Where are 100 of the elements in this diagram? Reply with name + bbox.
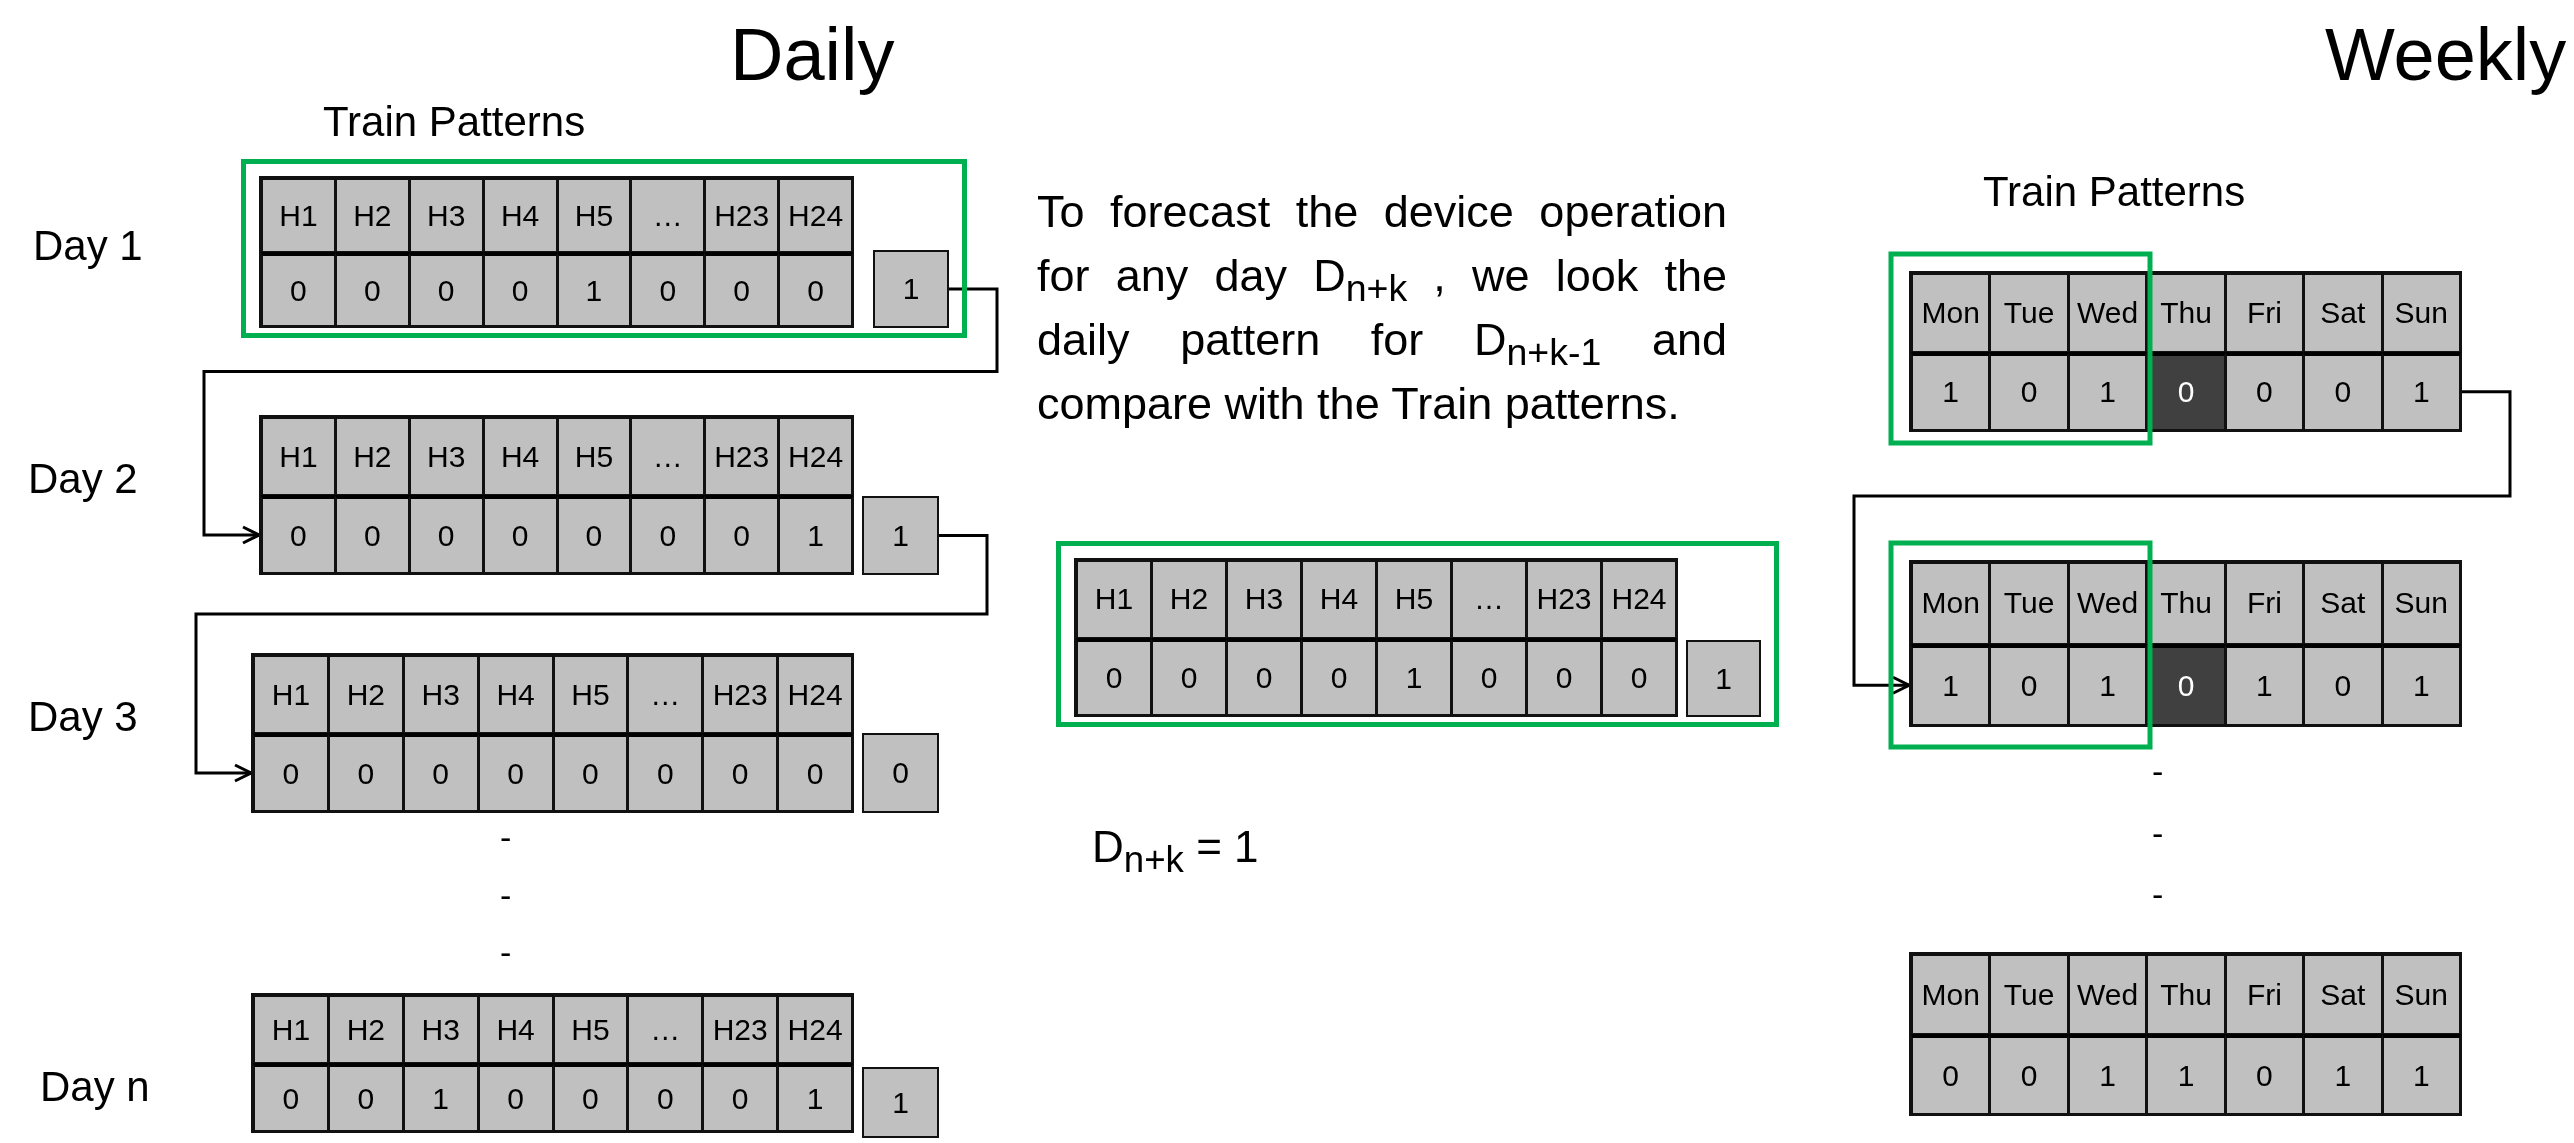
value-cell: 0	[477, 1063, 554, 1132]
header-cell: H5	[552, 655, 629, 734]
value-cell: 0	[1911, 1034, 1991, 1115]
value-cell: 0	[552, 1063, 629, 1132]
separator-dash: -	[500, 876, 512, 915]
row-label: Day n	[40, 1063, 150, 1111]
header-cell: …	[627, 995, 704, 1064]
pattern-table	[1909, 271, 2462, 432]
header-cell: H3	[402, 655, 479, 734]
value-cell: 0	[2303, 643, 2383, 726]
value-cell: 0	[627, 1063, 704, 1132]
header-cell: H1	[1076, 560, 1152, 639]
value-cell: 1	[556, 252, 632, 327]
value-cell: 0	[552, 733, 629, 812]
highlight-frame	[241, 159, 967, 338]
header-cell: H1	[261, 178, 336, 253]
value-cell: 1	[778, 495, 853, 574]
pattern-table	[1909, 952, 2462, 1116]
value-cell: 0	[704, 495, 780, 574]
value-cell: 0	[630, 252, 706, 327]
header-cell: H3	[408, 178, 484, 253]
arrow	[202, 287, 999, 545]
header-cell: H23	[704, 417, 780, 496]
value-cell: 0	[2146, 643, 2226, 726]
pattern-table	[259, 415, 854, 575]
value-cell: 0	[253, 733, 329, 812]
value-cell: 1	[777, 1063, 853, 1132]
header-cell: H4	[482, 178, 558, 253]
pattern-table	[1074, 558, 1678, 717]
header-cell: H23	[702, 655, 779, 734]
header-cell: Mon	[1911, 273, 1991, 353]
header-cell: H4	[482, 417, 558, 496]
value-cell: 0	[1076, 637, 1152, 716]
header-cell: H4	[477, 995, 554, 1064]
value-cell: 1	[2067, 643, 2148, 726]
value-cell: 1	[2381, 351, 2461, 431]
result-text: D$_{n+k}$ = 1	[1092, 822, 1259, 872]
pattern-table	[251, 653, 854, 813]
header-cell: H5	[1376, 560, 1452, 639]
value-cell: 1	[2146, 1034, 2226, 1115]
header-cell: Tue	[1989, 562, 2069, 645]
value-cell: 0	[702, 733, 779, 812]
value-cell: 1	[1376, 637, 1452, 716]
header-cell: …	[630, 178, 706, 253]
header-cell: H24	[777, 995, 853, 1064]
heading: Train Patterns	[1983, 168, 2246, 216]
header-cell: Fri	[2224, 562, 2305, 645]
value-cell: 0	[477, 733, 554, 812]
value-cell: 0	[482, 495, 558, 574]
header-cell: H2	[1151, 560, 1227, 639]
value-cell: 1	[2067, 1034, 2148, 1115]
header-cell: H5	[552, 995, 629, 1064]
output-box: 1	[873, 250, 949, 328]
value-cell: 0	[2146, 351, 2226, 431]
value-cell: 1	[1911, 351, 1991, 431]
header-cell: H1	[253, 655, 329, 734]
value-cell: 0	[556, 495, 632, 574]
header-cell: Thu	[2146, 562, 2226, 645]
row-label: Day 1	[33, 222, 143, 270]
output-box: 1	[862, 1067, 939, 1138]
header-cell: Wed	[2067, 954, 2148, 1035]
row-label: Day 2	[28, 455, 138, 503]
header-cell: H24	[1601, 560, 1677, 639]
value-cell: 0	[253, 1063, 329, 1132]
header-cell: …	[627, 655, 704, 734]
header-cell: Thu	[2146, 954, 2226, 1035]
separator-dash: -	[2152, 875, 2164, 914]
value-cell: 0	[408, 252, 484, 327]
section-title: Weekly	[2325, 12, 2567, 97]
value-cell: 1	[2224, 643, 2305, 726]
header-cell: Mon	[1911, 562, 1991, 645]
header-cell: H5	[556, 178, 632, 253]
output-box: 1	[1686, 640, 1761, 717]
header-cell: …	[1451, 560, 1527, 639]
output-box: 0	[862, 733, 939, 813]
header-cell: H2	[334, 178, 410, 253]
header-cell: Fri	[2224, 273, 2305, 353]
value-cell: 0	[627, 733, 704, 812]
value-cell: 1	[2381, 643, 2461, 726]
header-cell: Tue	[1989, 954, 2069, 1035]
header-cell: H5	[556, 417, 632, 496]
value-cell: 0	[1989, 643, 2069, 726]
header-cell: H4	[477, 655, 554, 734]
value-cell: 0	[334, 252, 410, 327]
header-cell: H24	[777, 655, 853, 734]
value-cell: 0	[1989, 1034, 2069, 1115]
header-cell: H24	[778, 178, 853, 253]
header-cell: H2	[327, 995, 404, 1064]
section-title: Daily	[730, 12, 895, 97]
header-cell: Sun	[2381, 273, 2461, 353]
separator-dash: -	[2152, 752, 2164, 791]
value-cell: 0	[1301, 637, 1377, 716]
value-cell: 0	[482, 252, 558, 327]
header-cell: Sat	[2303, 954, 2383, 1035]
header-cell: H4	[1301, 560, 1377, 639]
pattern-table	[259, 176, 854, 328]
header-cell: Sat	[2303, 273, 2383, 353]
value-cell: 0	[1601, 637, 1677, 716]
highlight-frame	[1056, 541, 1779, 727]
header-cell: Thu	[2146, 273, 2226, 353]
